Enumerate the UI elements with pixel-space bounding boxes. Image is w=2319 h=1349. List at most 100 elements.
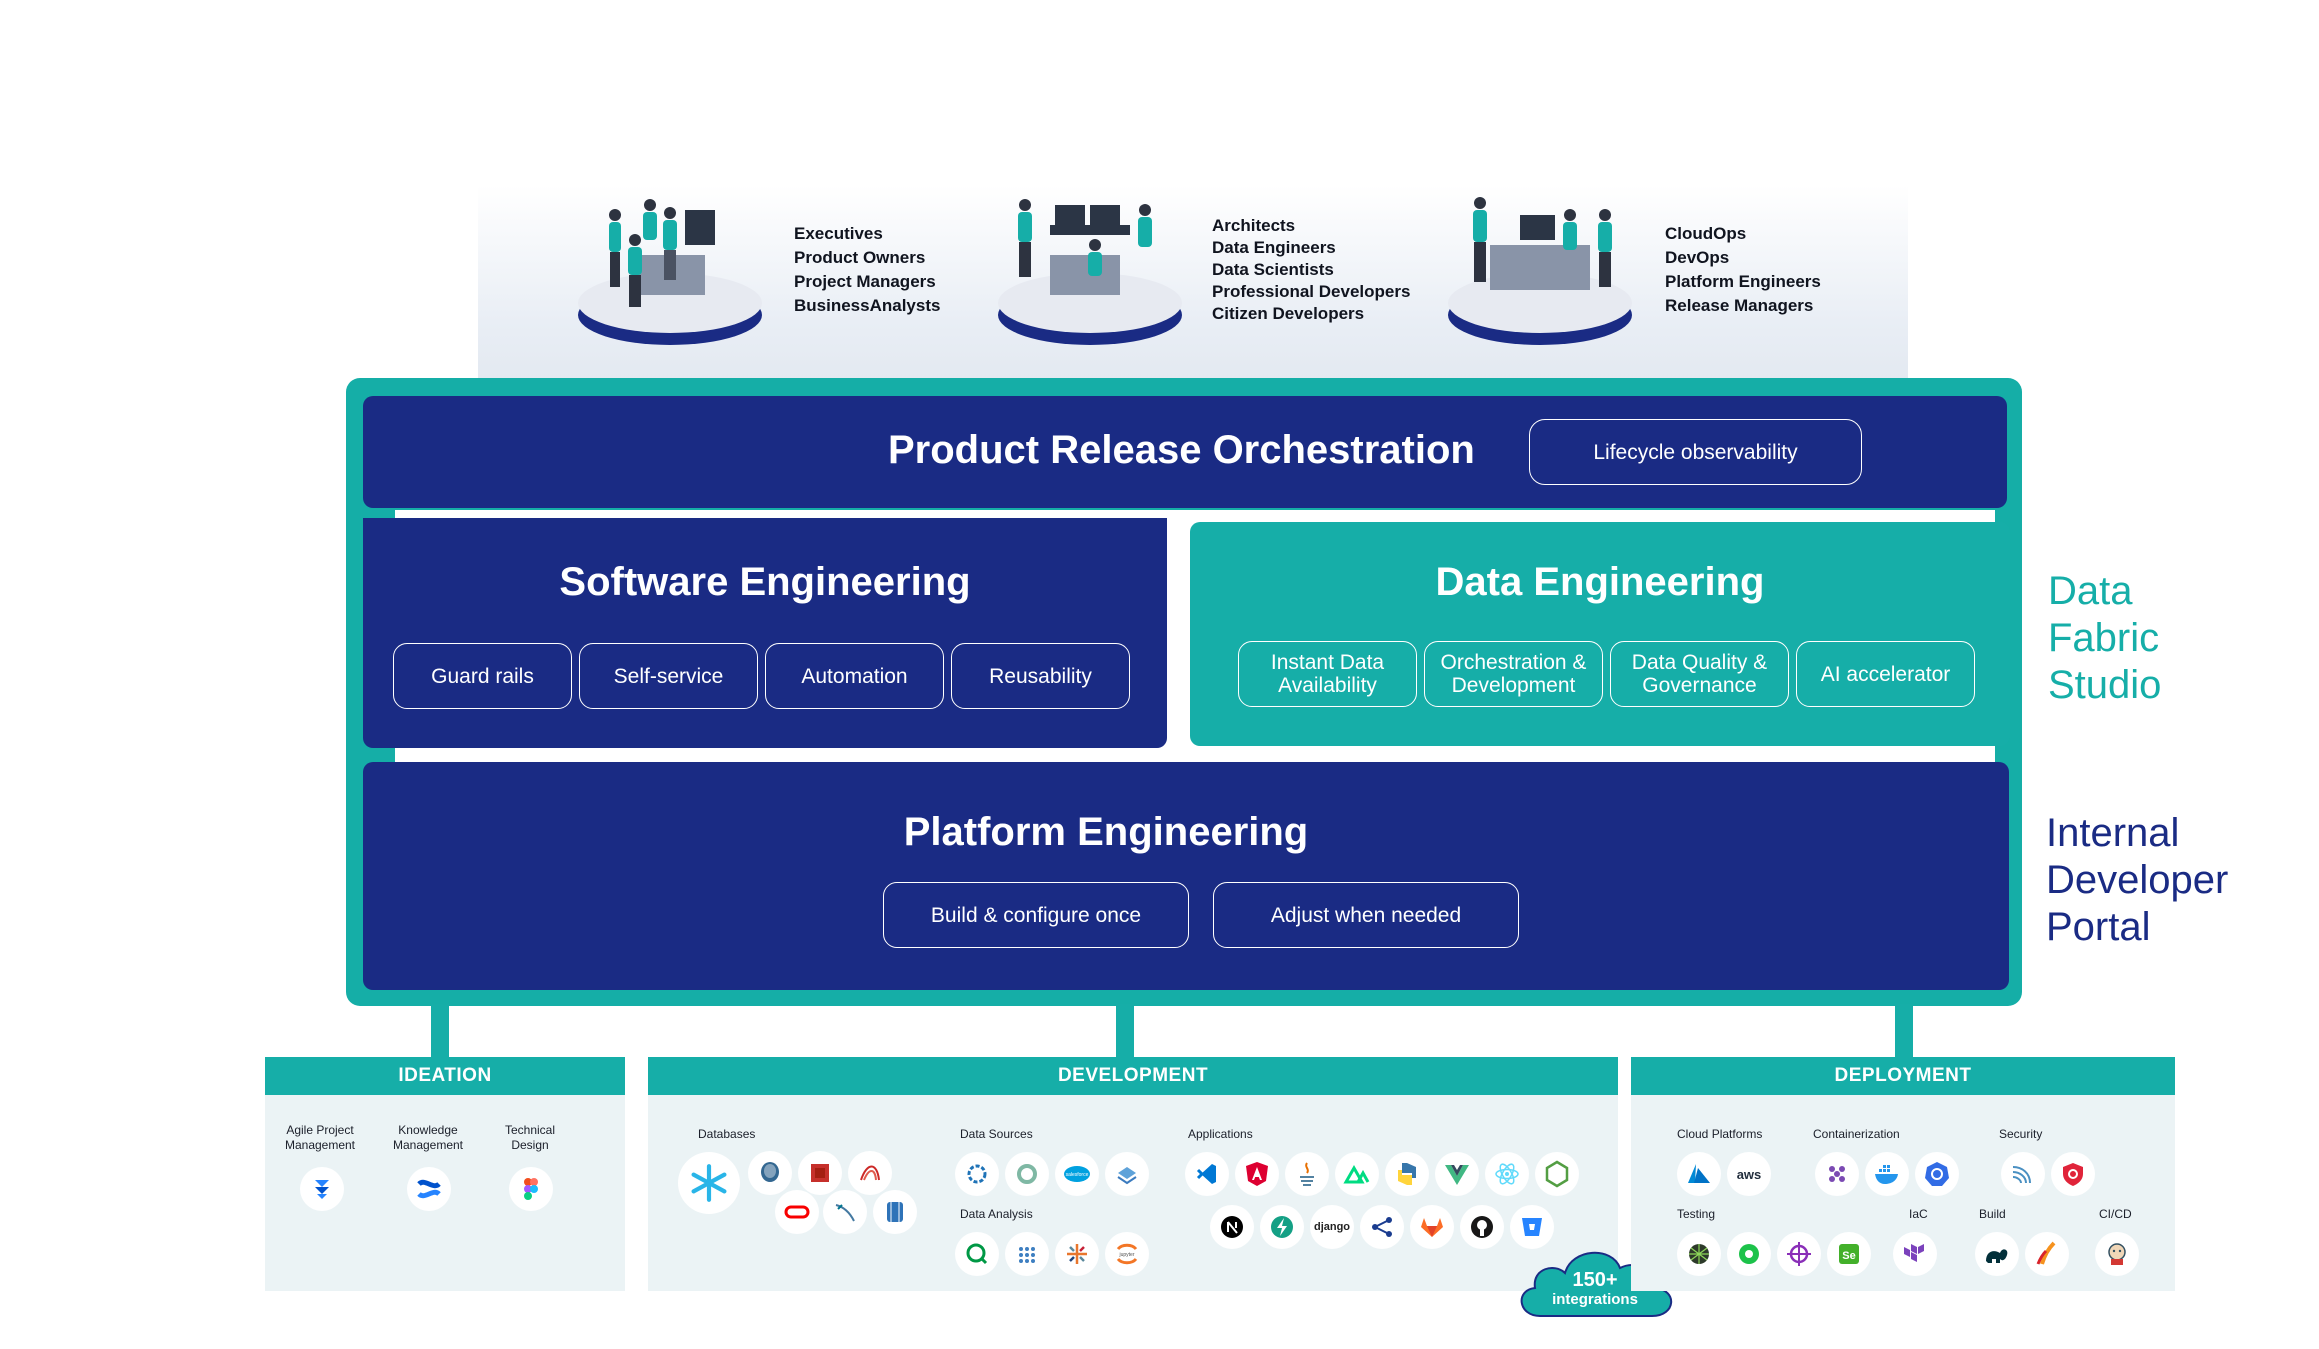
persona-role: DevOps: [1665, 248, 1730, 267]
mysql-icon: [823, 1190, 867, 1234]
ideation-connector: [431, 1004, 449, 1062]
vue-icon: [1435, 1152, 1479, 1196]
category-data-sources: Data Sources: [960, 1127, 1033, 1141]
executives-team-illustration: [578, 199, 762, 345]
category-design: Technical Design: [504, 1123, 556, 1152]
dots-icon: [1005, 1232, 1049, 1276]
lifecycle-observability-pill: Lifecycle observability: [1529, 419, 1862, 485]
grid-ball-icon: [1677, 1232, 1721, 1276]
development-connector: [1116, 1004, 1134, 1062]
software-engineering-section: Software Engineering Guard rails Self-se…: [363, 518, 1167, 748]
salesforce-icon: salesforce: [1055, 1152, 1099, 1196]
integrations-count: 150+: [1572, 1269, 1617, 1291]
python-icon: [1385, 1152, 1429, 1196]
development-header: DEVELOPMENT: [648, 1057, 1618, 1095]
guard-rails-pill: Guard rails: [393, 643, 572, 709]
jupyter-text: jupyter: [1118, 1252, 1134, 1258]
postgresql-icon: [748, 1151, 792, 1195]
gear-icon: [1727, 1232, 1771, 1276]
category-containerization: Containerization: [1813, 1127, 1900, 1141]
confluence-icon: [407, 1167, 451, 1211]
figma-icon: [509, 1167, 553, 1211]
shield-icon: [2051, 1152, 2095, 1196]
reusability-pill: Reusability: [951, 643, 1130, 709]
persona-role: CloudOps: [1665, 224, 1747, 243]
data-engineering-section: Data Engineering Instant Data Availabili…: [1190, 522, 2010, 746]
qlik-icon: [955, 1232, 999, 1276]
github-icon: [1460, 1205, 1504, 1249]
persona-role: Product Owners: [794, 248, 926, 267]
automation-pill: Automation: [765, 643, 944, 709]
sqlserver-icon: [848, 1151, 892, 1195]
dynamodb-icon: [873, 1190, 917, 1234]
react-icon: [1485, 1152, 1529, 1196]
angular-icon: [1235, 1152, 1279, 1196]
internal-developer-portal-label: Internal Developer Portal: [2046, 811, 2229, 949]
category-data-analysis: Data Analysis: [960, 1207, 1033, 1221]
bitbucket-icon: [1510, 1205, 1554, 1249]
ideation-panel: IDEATION Agile Project Management Knowle…: [265, 1057, 625, 1291]
snowflake-icon: [678, 1152, 740, 1214]
deployment-panel: DEPLOYMENT Cloud Platforms Containerizat…: [1631, 1057, 2175, 1291]
developers-team-illustration: [998, 199, 1182, 345]
ai-accelerator-pill: AI accelerator: [1796, 641, 1975, 707]
category-cicd: CI/CD: [2099, 1207, 2132, 1221]
terraform-icon: [1893, 1232, 1937, 1276]
category-cloud-platforms: Cloud Platforms: [1677, 1127, 1763, 1141]
self-service-pill: Self-service: [579, 643, 758, 709]
bolt-icon: [1260, 1205, 1304, 1249]
category-knowledge: Knowledge Management: [392, 1123, 464, 1152]
persona-role: BusinessAnalysts: [794, 296, 941, 315]
nodejs-icon: [1535, 1152, 1579, 1196]
jenkins-icon: [2095, 1232, 2139, 1276]
persona-role: Platform Engineers: [1665, 272, 1821, 291]
category-databases: Databases: [698, 1127, 756, 1141]
aws-icon: aws: [1727, 1152, 1771, 1196]
product-release-title: Product Release Orchestration: [888, 428, 1475, 472]
deployment-header: DEPLOYMENT: [1631, 1057, 2175, 1095]
django-icon: django: [1310, 1205, 1354, 1249]
data-quality-governance-pill: Data Quality & Governance: [1610, 641, 1789, 707]
redis-icon: [798, 1151, 842, 1195]
selenium-text: Se: [1842, 1250, 1855, 1262]
category-security: Security: [1999, 1127, 2043, 1141]
category-build: Build: [1979, 1207, 2006, 1221]
jira-icon: [300, 1167, 344, 1211]
maven-icon: [2025, 1232, 2069, 1276]
data-fabric-studio-label: Data Fabric Studio: [2048, 569, 2162, 707]
jupyter-icon: jupyter: [1105, 1232, 1149, 1276]
category-applications: Applications: [1188, 1127, 1253, 1141]
persona-group-business: Executives Product Owners Project Manage…: [794, 222, 940, 318]
platform-engineering-title: Platform Engineering: [903, 810, 1309, 854]
deployment-connector: [1895, 1004, 1913, 1062]
category-agile: Agile Project Management: [284, 1123, 356, 1152]
circle-icon: [1005, 1152, 1049, 1196]
nuxt-icon: [1335, 1152, 1379, 1196]
gradle-icon: [1975, 1232, 2019, 1276]
product-release-section: Product Release Orchestration Lifecycle …: [363, 396, 2007, 508]
helm-icon: [1777, 1232, 1821, 1276]
platform-engineering-section: Platform Engineering Build & configure o…: [363, 762, 2009, 990]
java-icon: [1285, 1152, 1329, 1196]
instant-data-availability-pill: Instant Data Availability: [1238, 641, 1417, 707]
persona-role: Citizen Developers: [1212, 304, 1365, 323]
operations-team-illustration: [1448, 197, 1632, 345]
ideation-header: IDEATION: [265, 1057, 625, 1095]
kubernetes-icon: [1915, 1152, 1959, 1196]
docker-icon: [1865, 1152, 1909, 1196]
persona-role: Executives: [794, 224, 883, 243]
persona-role: Architects: [1212, 216, 1296, 235]
gitlab-icon: [1410, 1205, 1454, 1249]
persona-group-operations: CloudOps DevOps Platform Engineers Relea…: [1665, 222, 1821, 318]
tableau-icon: [1055, 1232, 1099, 1276]
category-testing: Testing: [1677, 1207, 1716, 1221]
software-engineering-title: Software Engineering: [559, 560, 971, 604]
persona-role: Data Scientists: [1212, 260, 1334, 279]
stack-icon: [1105, 1152, 1149, 1196]
nextjs-icon: [1210, 1205, 1254, 1249]
security-wave-icon: [2001, 1152, 2045, 1196]
django-text: django: [1313, 1221, 1351, 1233]
persona-role: Professional Developers: [1212, 282, 1411, 301]
data-engineering-title: Data Engineering: [1435, 560, 1765, 604]
salesforce-text: salesforce: [1066, 1172, 1089, 1178]
